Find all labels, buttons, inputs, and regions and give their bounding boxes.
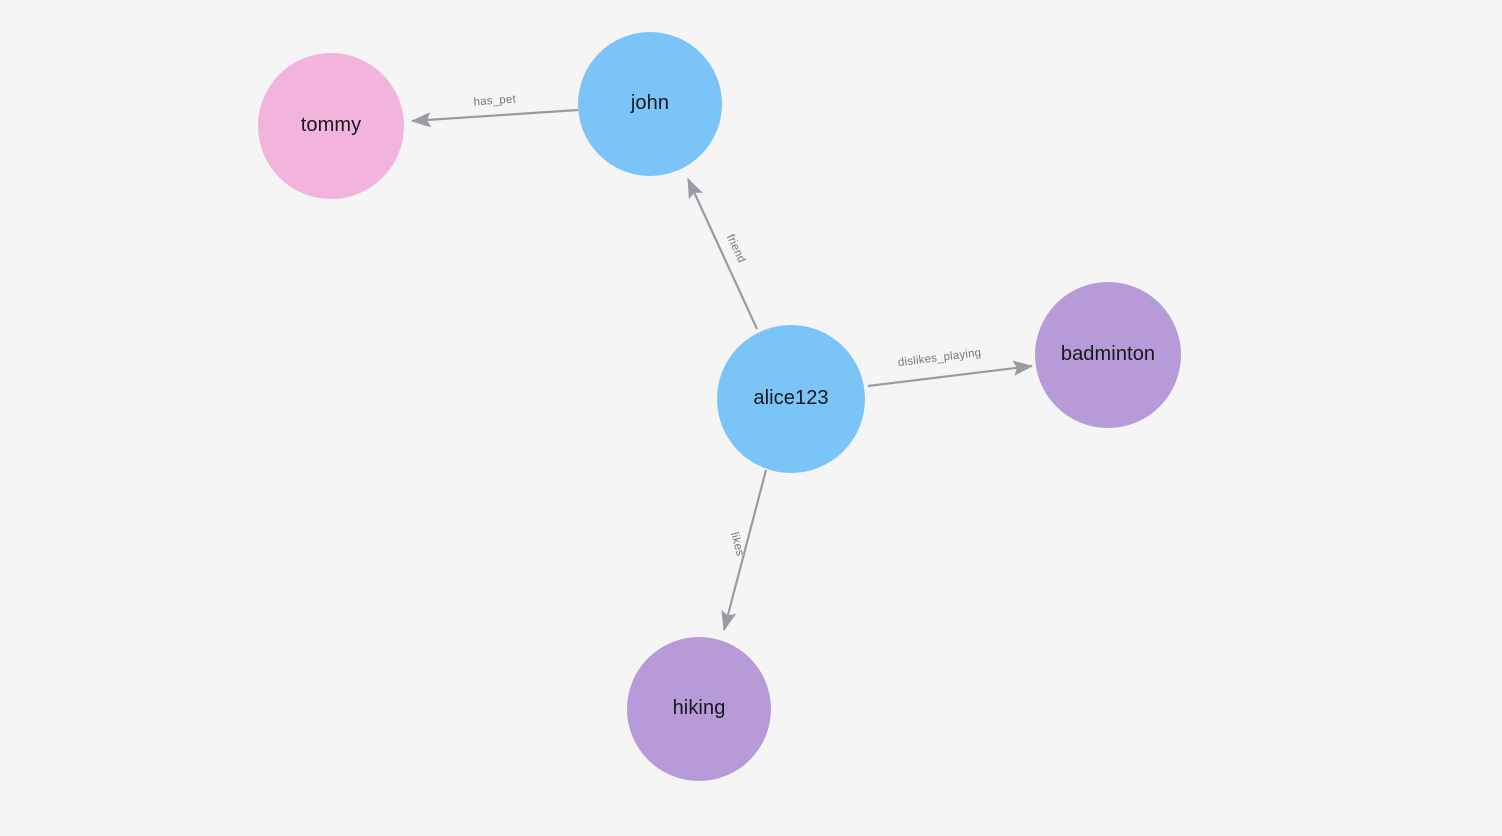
graph-node-label: tommy — [300, 114, 362, 137]
graph-edge[interactable] — [867, 360, 1034, 388]
graph-node-alice123[interactable]: alice123 — [717, 325, 865, 473]
edge-label: likes — [728, 531, 746, 557]
graph-node-label: badminton — [1060, 343, 1156, 366]
edge-label: dislikes_playing — [897, 347, 982, 369]
graph-node-hiking[interactable]: hiking — [627, 637, 771, 781]
graph-node-label: alice123 — [753, 387, 829, 410]
graph-node-john[interactable]: john — [578, 32, 722, 176]
graph-node-badminton[interactable]: badminton — [1035, 282, 1181, 428]
graph-edge[interactable] — [721, 469, 768, 632]
edge-label: has_pet — [473, 94, 517, 109]
graph-node-tommy[interactable]: tommy — [258, 53, 404, 199]
edge-label: friend — [724, 233, 748, 265]
graph-edge[interactable] — [687, 178, 758, 330]
graph-node-label: hiking — [672, 697, 726, 720]
graph-edge[interactable] — [410, 108, 579, 128]
graph-node-label: john — [630, 92, 670, 115]
